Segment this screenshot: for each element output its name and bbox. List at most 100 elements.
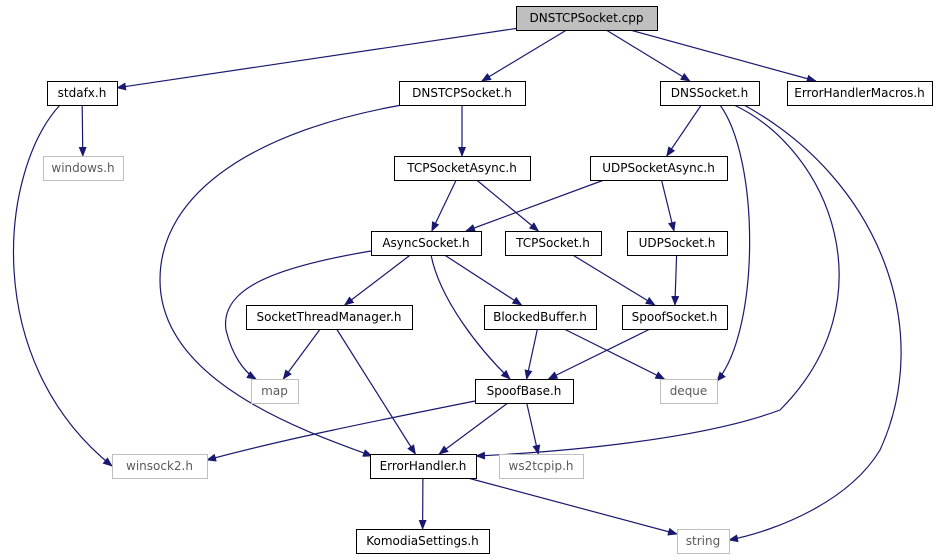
node-errmacros[interactable]: ErrorHandlerMacros.h [787, 81, 933, 106]
node-label: DNSTCPSocket.cpp [530, 11, 644, 25]
node-string: string [677, 529, 730, 554]
node-deque: deque [660, 379, 718, 404]
nodes-layer: DNSTCPSocket.cpp stdafx.h DNSTCPSocket.h DN… [43, 6, 933, 554]
edge-dnstcp_cpp-to-dnssocket [605, 29, 691, 82]
node-label: windows.h [51, 161, 114, 175]
edge-udpasync-to-async [465, 179, 605, 232]
edge-spoofbase-to-ws2tcpip [526, 402, 541, 455]
edge-dnssocket-to-deque [716, 104, 751, 382]
node-label: UDPSocket.h [639, 236, 716, 250]
node-label: UDPSocketAsync.h [602, 161, 715, 175]
edge-line [671, 254, 680, 306]
edge-line [524, 328, 538, 380]
node-tcpsocket[interactable]: TCPSocket.h [505, 231, 602, 256]
node-dnssocket[interactable]: DNSSocket.h [660, 81, 760, 106]
edge-line [526, 402, 541, 455]
edge-line [728, 104, 902, 543]
node-async[interactable]: AsyncSocket.h [371, 231, 482, 256]
edge-threadmgr-to-errhandler [336, 328, 416, 455]
node-label: ErrorHandlerMacros.h [794, 86, 925, 100]
node-box [356, 529, 490, 554]
node-winsock2: winsock2.h [112, 454, 208, 479]
edge-dnstcp_cpp-to-stdafx [116, 27, 517, 91]
node-label: SpoofSocket.h [632, 310, 718, 324]
edge-dnssocket-to-errhandler [475, 104, 840, 460]
edge-line [224, 250, 372, 380]
node-udpsocket[interactable]: UDPSocket.h [627, 231, 728, 256]
node-label: KomodiaSettings.h [366, 534, 479, 548]
node-dnstcp-h[interactable]: DNSTCPSocket.h [399, 81, 526, 106]
node-label: TCPSocketAsync.h [406, 161, 517, 175]
node-label: SpoofBase.h [487, 384, 562, 398]
edge-line [467, 477, 678, 536]
node-box [516, 6, 658, 31]
node-label: map [261, 384, 288, 398]
node-spoofbase[interactable]: SpoofBase.h [475, 379, 574, 404]
edge-async-to-spoofbase [430, 254, 511, 380]
node-box [371, 231, 482, 256]
node-box [677, 529, 730, 554]
edge-line [475, 104, 840, 460]
edge-line [660, 179, 676, 232]
node-komodia[interactable]: KomodiaSettings.h [356, 529, 490, 554]
node-label: ErrorHandler.h [380, 459, 467, 473]
node-errhandler[interactable]: ErrorHandler.h [370, 454, 477, 479]
edge-line [563, 328, 666, 380]
edge-errhandler-to-string [467, 477, 678, 536]
edge-spoofbase-to-winsock2 [206, 400, 476, 462]
edge-tcpasync-to-async [431, 179, 457, 232]
edge-line [12, 104, 113, 467]
edge-line [431, 179, 457, 232]
node-label: string [686, 534, 720, 548]
edge-line [716, 104, 751, 382]
edge-line [78, 104, 87, 157]
edge-line [666, 104, 702, 157]
edge-line [206, 400, 476, 462]
edge-blocked-to-spoofbase [524, 328, 538, 380]
node-stdafx[interactable]: stdafx.h [47, 81, 118, 106]
node-threadmgr[interactable]: SocketThreadManager.h [246, 305, 413, 330]
node-box [394, 156, 531, 181]
edge-line [605, 29, 691, 82]
node-ws2tcpip: ws2tcpip.h [499, 454, 584, 479]
edge-line [630, 29, 817, 83]
edge-tcpasync-to-tcpsocket [476, 179, 540, 232]
node-box [370, 454, 477, 479]
node-label: SocketThreadManager.h [256, 310, 401, 324]
node-box [43, 156, 124, 181]
edge-tcpsocket-to-spoofsock [572, 254, 656, 306]
node-box [660, 379, 718, 404]
edge-dnssocket-to-udpasync [666, 104, 702, 157]
node-box [484, 305, 597, 330]
node-box [399, 81, 526, 106]
edge-line [481, 29, 567, 82]
edge-blocked-to-deque [563, 328, 666, 380]
node-box [590, 156, 728, 181]
edge-line [343, 254, 411, 306]
edge-line [572, 254, 656, 306]
node-label: BlockedBuffer.h [493, 310, 587, 324]
node-box [251, 379, 299, 404]
edge-dnstcp_cpp-to-errmacros [630, 29, 817, 83]
node-dnstcp-cpp[interactable]: DNSTCPSocket.cpp [516, 6, 658, 31]
node-tcpasync[interactable]: TCPSocketAsync.h [394, 156, 531, 181]
node-box [246, 305, 413, 330]
edge-stdafx-to-windows [78, 104, 87, 157]
node-label: TCPSocket.h [515, 236, 590, 250]
node-box [499, 454, 584, 479]
node-map: map [251, 379, 299, 404]
node-label: winsock2.h [126, 459, 193, 473]
edge-line [282, 328, 321, 380]
edge-async-to-map [224, 250, 372, 380]
edge-line [444, 254, 523, 306]
node-label: ws2tcpip.h [509, 459, 574, 473]
node-spoofsock[interactable]: SpoofSocket.h [622, 305, 728, 330]
node-blocked[interactable]: BlockedBuffer.h [484, 305, 597, 330]
node-label: stdafx.h [58, 86, 107, 100]
edge-spoofsock-to-spoofbase [547, 328, 651, 380]
edge-threadmgr-to-map [282, 328, 321, 380]
edge-line [476, 179, 540, 232]
node-udpasync[interactable]: UDPSocketAsync.h [590, 156, 728, 181]
node-windows: windows.h [43, 156, 124, 181]
